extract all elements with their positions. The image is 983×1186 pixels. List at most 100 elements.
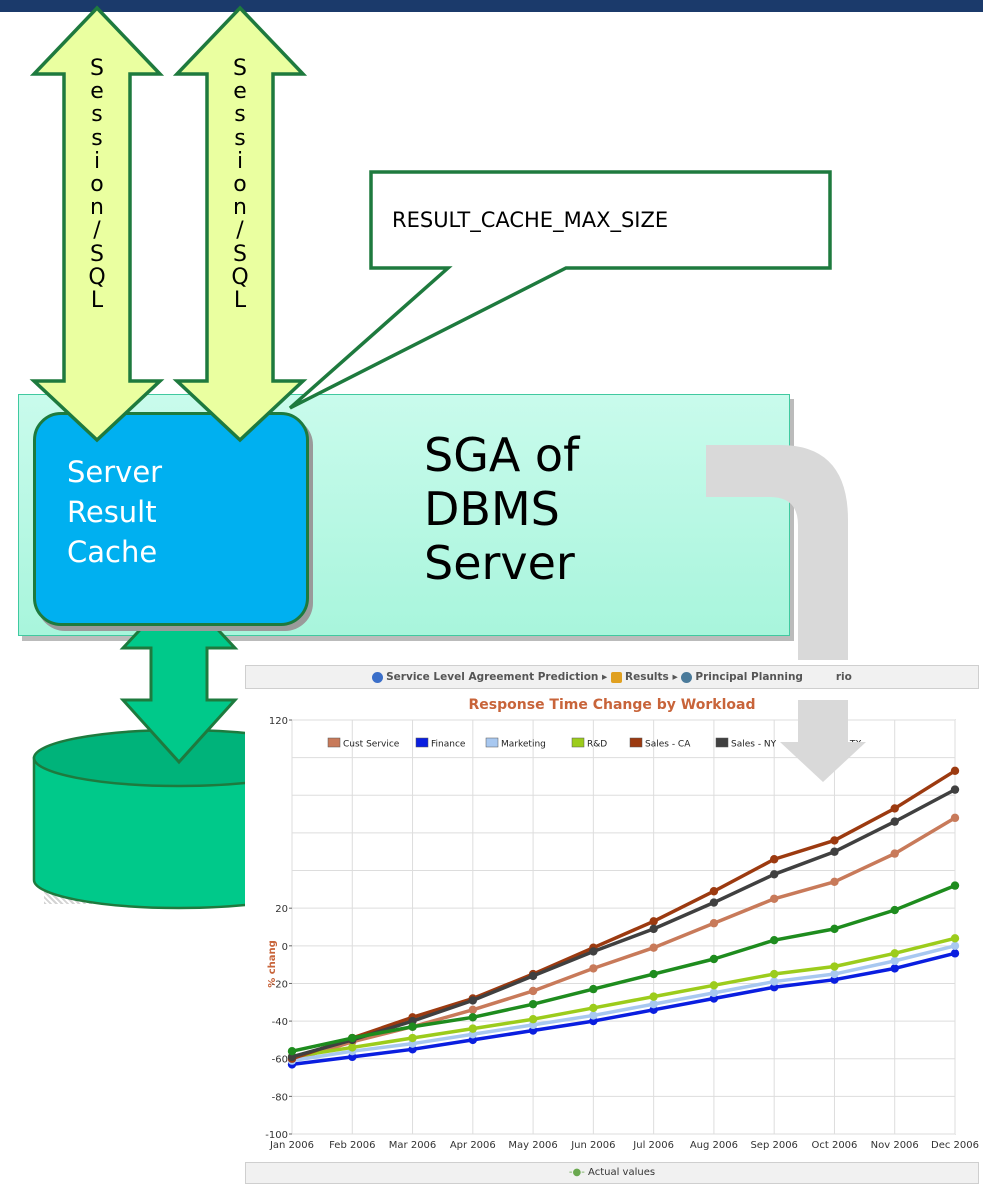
- arrow-letter: /: [93, 218, 101, 244]
- legend-swatch: [327, 737, 341, 748]
- data-point: [950, 813, 960, 823]
- chevron-right-icon: ▸: [602, 671, 611, 683]
- y-tick-label: -80: [272, 1092, 288, 1103]
- data-point: [769, 977, 779, 986]
- legend-label: Sales - TX: [817, 740, 862, 750]
- legend-label: R&D: [587, 740, 607, 750]
- legend-swatch: [571, 737, 585, 748]
- y-tick-label: -60: [272, 1055, 288, 1066]
- breadcrumb-item[interactable]: Service Level Agreement Prediction: [386, 671, 599, 683]
- legend-label: Sales - CA: [645, 740, 691, 750]
- breadcrumb-item[interactable]: Results: [624, 671, 669, 683]
- x-tick-label: May 2006: [508, 1140, 557, 1151]
- arrow-letter: e: [233, 79, 247, 105]
- legend-swatch: [485, 737, 499, 748]
- data-point: [890, 964, 899, 973]
- y-axis-label: % chang: [267, 940, 278, 988]
- cache-line: Server: [67, 455, 163, 489]
- data-point: [830, 847, 839, 856]
- arrow-letter: L: [233, 288, 247, 314]
- x-tick-label: Dec 2006: [931, 1140, 979, 1151]
- data-point: [589, 1003, 598, 1013]
- x-tick-label: Jul 2006: [632, 1140, 674, 1151]
- chart-title: Response Time Change by Workload: [468, 697, 756, 713]
- plot-area: [291, 719, 956, 1135]
- top-bar: [0, 0, 983, 12]
- data-point: [769, 855, 779, 864]
- cache-line: Result: [67, 495, 157, 529]
- data-point: [830, 877, 839, 887]
- arrow-letter: s: [91, 125, 103, 151]
- legend-label: Marketing: [501, 740, 546, 750]
- legend-swatch: [415, 737, 429, 748]
- session-sql-arrow-right: [172, 5, 308, 443]
- legend-swatch: [715, 737, 729, 748]
- arrow-letter: Q: [231, 264, 249, 290]
- data-point: [348, 1043, 357, 1052]
- footer-legend: -●- Actual values: [245, 1162, 979, 1184]
- breadcrumb-overlap: [807, 671, 836, 683]
- data-point: [950, 766, 960, 776]
- arrow-letter: o: [90, 172, 104, 198]
- footer-legend-label: Actual values: [588, 1167, 656, 1178]
- data-point: [950, 934, 960, 943]
- data-point: [408, 1022, 417, 1031]
- data-point: [950, 785, 960, 794]
- data-point: [830, 836, 839, 845]
- arrow-letter: n: [233, 195, 247, 221]
- legend-swatch: [801, 737, 815, 748]
- planning-icon: [681, 671, 693, 683]
- data-point: [709, 954, 719, 964]
- legend-label: Cust Service: [343, 740, 400, 750]
- arrow-letter: s: [234, 102, 246, 128]
- x-tick-label: Jan 2006: [269, 1140, 314, 1151]
- data-point: [769, 894, 779, 903]
- breadcrumb-item[interactable]: rio: [835, 671, 852, 683]
- data-point: [709, 988, 719, 998]
- data-point: [589, 984, 598, 994]
- data-point: [950, 881, 960, 890]
- data-point: [649, 992, 658, 1001]
- breadcrumb-item[interactable]: Principal Planning: [695, 671, 803, 683]
- chevron-right-icon: ▸: [672, 671, 682, 683]
- arrow-letter: S: [233, 56, 247, 81]
- data-point: [709, 887, 719, 896]
- x-tick-label: Nov 2006: [871, 1140, 919, 1151]
- legend-label: Sales - NY: [731, 740, 777, 750]
- arrow-letter: o: [233, 172, 247, 198]
- arrow-letter: Q: [88, 264, 106, 290]
- sga-line: Server: [424, 536, 575, 590]
- legend-label: Finance: [431, 740, 466, 750]
- sga-label: SGA of DBMS Server: [424, 428, 579, 590]
- data-point: [589, 1011, 598, 1020]
- data-point: [649, 999, 658, 1009]
- data-point: [649, 943, 658, 952]
- series-line: [291, 944, 956, 1063]
- data-point: [769, 870, 779, 879]
- x-tick-label: Aug 2006: [690, 1140, 738, 1151]
- callout-text: RESULT_CACHE_MAX_SIZE: [392, 208, 669, 232]
- session-sql-arrow-left: [29, 5, 165, 443]
- data-point: [830, 969, 839, 979]
- legend-swatch: [629, 737, 643, 748]
- data-point: [890, 849, 899, 858]
- data-point: [830, 962, 839, 971]
- arrow-letter: S: [233, 241, 247, 267]
- arrow-letter: s: [91, 102, 103, 128]
- cache-db-arrow: [119, 585, 239, 765]
- data-point: [890, 804, 899, 813]
- arrow-letter: /: [236, 218, 244, 244]
- data-point: [408, 1033, 417, 1043]
- data-point: [468, 1013, 478, 1022]
- data-point: [890, 949, 899, 958]
- data-point: [528, 971, 538, 981]
- data-point: [287, 1047, 297, 1056]
- data-point: [589, 947, 598, 956]
- data-point: [528, 1015, 538, 1024]
- data-point: [649, 969, 658, 979]
- x-tick-label: Feb 2006: [329, 1140, 375, 1151]
- cache-label: Server Result Cache: [67, 452, 162, 572]
